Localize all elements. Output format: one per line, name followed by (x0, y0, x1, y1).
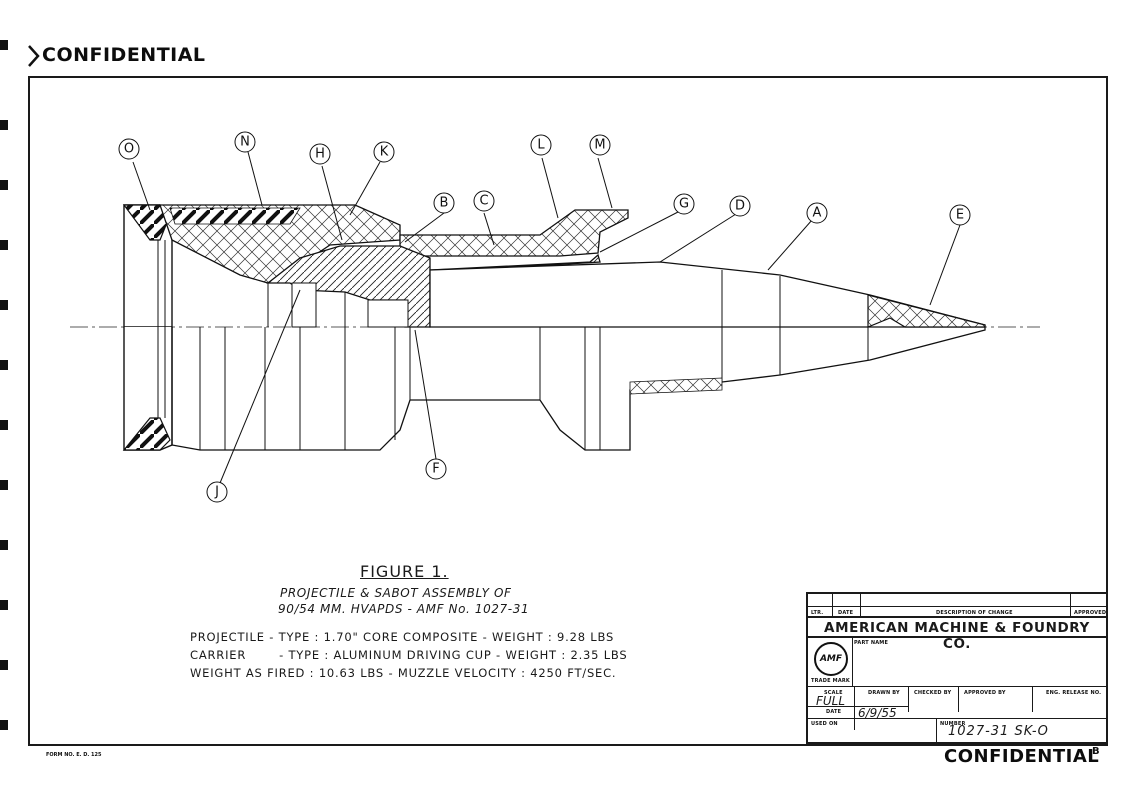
callout-l (530, 134, 552, 156)
trade-mark-label: TRADE MARK (811, 678, 851, 684)
drawn-by-label: DRAWN BY (868, 690, 900, 696)
approved-label: APPROVED (1074, 610, 1107, 616)
spec-text: - TYPE : 1.70" CORE COMPOSITE - WEIGHT :… (269, 630, 615, 644)
part-name-label: PART NAME (854, 640, 889, 646)
description-label: DESCRIPTION OF CHANGE (936, 610, 1013, 616)
callout-j (206, 481, 228, 503)
number-label: NUMBER (940, 721, 966, 727)
spec-text: - TYPE : ALUMINUM DRIVING CUP - WEIGHT :… (279, 648, 628, 662)
eng-release-label: ENG. RELEASE NO. (1046, 690, 1102, 696)
header-confidential-stamp: CONFIDENTIAL (42, 44, 206, 66)
spec-projectile: PROJECTILE - TYPE : 1.70" CORE COMPOSITE… (190, 630, 614, 644)
title-block: LTR. DATE DESCRIPTION OF CHANGE APPROVED… (806, 592, 1108, 744)
checked-by-label: CHECKED BY (914, 690, 952, 696)
callout-label-a: A (813, 206, 822, 221)
callout-k (373, 141, 395, 163)
drawing-number: 1027-31 SK-O (948, 724, 1049, 739)
callout-label-o: O (124, 142, 134, 157)
callout-label-m: M (594, 138, 605, 153)
drawing-frame (28, 76, 1108, 746)
callout-a (806, 202, 828, 224)
spec-label: PROJECTILE (190, 630, 265, 644)
spec-weight: WEIGHT AS FIRED : 10.63 LBS - MUZZLE VEL… (190, 666, 616, 680)
spec-text: 10.63 LBS - MUZZLE VELOCITY : 4250 FT/SE… (318, 666, 617, 680)
callout-g (673, 193, 695, 215)
callout-label-d: D (735, 199, 745, 214)
callout-label-n: N (240, 135, 250, 150)
callout-b (433, 192, 455, 214)
callout-f (425, 458, 447, 480)
callout-e (949, 204, 971, 226)
date-value: 6/9/55 (858, 706, 897, 720)
callout-d (729, 195, 751, 217)
company-name: AMERICAN MACHINE & FOUNDRY CO. (824, 620, 1090, 652)
callout-label-f: F (432, 462, 439, 477)
callout-m (589, 134, 611, 156)
callout-label-g: G (679, 197, 689, 212)
revision-letter: B (1092, 746, 1100, 757)
callout-label-l: L (537, 138, 545, 153)
callout-label-c: C (479, 194, 488, 209)
amf-logo-icon: AMF (814, 642, 848, 676)
ltr-label: LTR. (811, 610, 824, 616)
callout-n (234, 131, 256, 153)
spec-carrier: CARRIER - TYPE : ALUMINUM DRIVING CUP - … (190, 648, 628, 662)
corner-mark-icon (28, 45, 40, 67)
callout-h (309, 143, 331, 165)
callout-o (118, 138, 140, 160)
scale-label: SCALE (824, 690, 843, 696)
callout-label-h: H (315, 147, 325, 162)
used-on-label: USED ON (811, 721, 838, 727)
callout-label-j: J (214, 485, 219, 500)
footer-confidential-stamp: CONFIDENTIAL (944, 746, 1100, 767)
scale-value: FULL (816, 694, 846, 708)
figure-title: FIGURE 1. (360, 562, 449, 581)
callout-label-e: E (956, 208, 964, 223)
date-label: DATE (826, 709, 842, 715)
date-header-label: DATE (838, 610, 854, 616)
form-number: FORM NO. E. D. 125 (46, 752, 102, 758)
spec-label: WEIGHT AS FIRED : (190, 666, 315, 680)
callout-label-k: K (380, 145, 389, 160)
callout-label-b: B (440, 196, 449, 211)
callout-c (473, 190, 495, 212)
spec-label: CARRIER (190, 648, 247, 662)
figure-subtitle-2: 90/54 MM. HVAPDS - AMF No. 1027-31 (278, 602, 530, 616)
figure-subtitle-1: PROJECTILE & SABOT ASSEMBLY OF (280, 586, 512, 600)
approved-by-label: APPROVED BY (964, 690, 1006, 696)
